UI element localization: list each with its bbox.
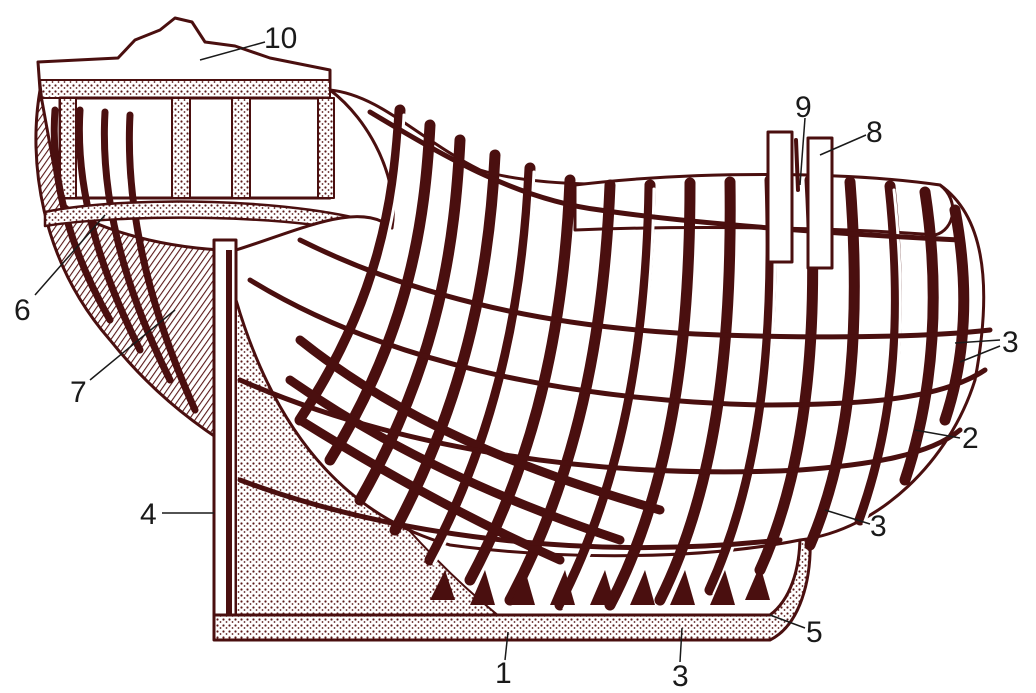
label-stringer-bottom: 3 xyxy=(672,660,689,693)
label-keel: 1 xyxy=(495,657,512,690)
label-stringer-lower: 3 xyxy=(870,510,887,543)
stringer-3 xyxy=(247,277,988,408)
leader-lines xyxy=(34,41,1001,663)
stringer-1 xyxy=(367,109,963,243)
floor-timbers xyxy=(430,565,770,605)
stringer-4 xyxy=(237,377,963,475)
stringer-5 xyxy=(237,477,783,550)
stringer-2 xyxy=(297,237,993,340)
bitt-post-right xyxy=(806,136,834,270)
label-stern-carving: 10 xyxy=(264,22,297,55)
label-stringer-upper: 3 xyxy=(1002,326,1019,359)
stringers xyxy=(237,109,993,550)
part-labels: 1 2 3 3 3 4 5 6 7 8 9 10 xyxy=(14,22,1019,693)
label-sternpost: 4 xyxy=(140,498,157,531)
label-stern-deck: 6 xyxy=(14,294,31,327)
label-bitt-post-pair: 9 xyxy=(795,91,812,124)
label-stem-foot: 5 xyxy=(806,616,823,649)
label-bitt-post: 8 xyxy=(866,116,883,149)
stern-transom xyxy=(58,96,335,200)
stern-rail xyxy=(39,79,331,99)
sternpost xyxy=(212,238,238,634)
bitt-post-left xyxy=(766,130,794,264)
label-frame-timber: 2 xyxy=(962,422,979,455)
label-stern-knee: 7 xyxy=(70,376,87,409)
